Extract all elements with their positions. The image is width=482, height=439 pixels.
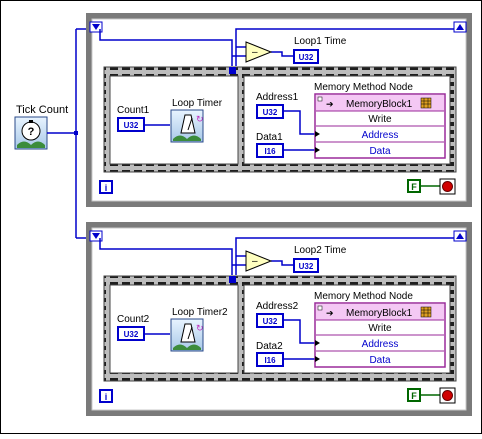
minus-icon: – (252, 256, 258, 267)
loop-timer-grass (173, 344, 201, 350)
arrow-right-icon: ➔ (326, 308, 334, 318)
wire-junction (74, 131, 78, 135)
wire-to-subtract-a (231, 55, 246, 66)
method-node-title: Memory Method Node (314, 82, 413, 93)
minus-icon: – (252, 47, 258, 58)
address-label: Address2 (256, 301, 299, 312)
iteration-label: i (105, 392, 108, 402)
metronome-arm (187, 117, 193, 131)
method-term-address[interactable]: Address (362, 339, 399, 350)
count-label: Count1 (117, 105, 150, 116)
method-term-data[interactable]: Data (369, 146, 391, 157)
method-name: Write (368, 114, 392, 125)
wire-address (283, 319, 318, 344)
memory-block-name: MemoryBlock1 (346, 308, 413, 319)
loop-time-label: Loop2 Time (294, 245, 347, 256)
arrow-right-icon: ➔ (326, 99, 334, 109)
shift-up-icon (456, 24, 464, 30)
sequence-tunnel (229, 276, 236, 283)
memory-grid-lines (421, 98, 431, 108)
data-term-arrow (315, 356, 320, 362)
loop-time-label: Loop1 Time (294, 36, 347, 47)
memory-grid-lines (421, 307, 431, 317)
wire-to-loop-time (271, 260, 294, 266)
data-type: I16 (264, 356, 276, 365)
loop-time-type-frame[interactable] (293, 258, 319, 273)
sequence-tunnel (229, 67, 236, 74)
wire-shift-out (235, 237, 454, 275)
loop-timer-icon[interactable]: ↻ (170, 109, 204, 143)
subtract-node[interactable] (245, 250, 273, 272)
shift-down-icon (92, 233, 100, 239)
loop-time-type: U32 (299, 262, 314, 271)
memory-grid-icon (420, 306, 432, 318)
method-node-title: Memory Method Node (314, 291, 413, 302)
node-corner-icon (317, 305, 323, 311)
loop-timer-label: Loop Timer (172, 98, 223, 109)
iteration-terminal[interactable] (99, 180, 113, 194)
metronome-arm (187, 326, 193, 340)
data-type: I16 (264, 147, 276, 156)
reentrant-icon: ↻ (196, 114, 204, 124)
method-node-header (316, 304, 444, 320)
false-constant-label: F (411, 391, 417, 401)
wire-shift-out (235, 28, 454, 66)
address-term-arrow (315, 131, 320, 137)
loop-timer-grass (173, 135, 201, 141)
loop-time-type: U32 (299, 53, 314, 62)
shift-down-icon (92, 24, 100, 30)
count-type: U32 (124, 121, 139, 130)
subtract-node[interactable] (245, 41, 273, 63)
loop-frame (86, 13, 472, 207)
address-term-arrow (315, 340, 320, 346)
loop-inner-frame (91, 18, 467, 202)
data-label: Data1 (256, 132, 283, 143)
tick-count-label: Tick Count (16, 104, 68, 116)
svg-text:?: ? (28, 126, 35, 138)
reentrant-icon: ↻ (196, 323, 204, 333)
wire-to-loop-time (271, 51, 294, 57)
count-type: U32 (124, 330, 139, 339)
count-label: Count2 (117, 314, 150, 325)
loop-timer-icon[interactable]: ↻ (170, 318, 204, 352)
address-type: U32 (263, 108, 278, 117)
memory-grid-icon (420, 97, 432, 109)
address-type: U32 (263, 317, 278, 326)
shift-up-icon (456, 233, 464, 239)
data-label: Data2 (256, 341, 283, 352)
method-name: Write (368, 323, 392, 334)
method-term-address[interactable]: Address (362, 130, 399, 141)
loop-timer-label: Loop Timer2 (172, 307, 228, 318)
loop-time-type-frame[interactable] (293, 49, 319, 64)
loop-frame (86, 222, 472, 416)
wire-shift-in (99, 238, 233, 265)
method-node-header (316, 95, 444, 111)
wire-shift-in (99, 29, 233, 56)
address-label: Address1 (256, 92, 299, 103)
stop-icon (442, 181, 453, 192)
wire-address (283, 110, 318, 135)
method-term-data[interactable]: Data (369, 355, 391, 366)
node-corner-icon (317, 96, 323, 102)
iteration-terminal[interactable] (99, 389, 113, 403)
iteration-label: i (105, 183, 108, 193)
tick-count-icon[interactable]: ? (14, 116, 48, 150)
wire-to-subtract-a (231, 264, 246, 275)
loop-inner-frame (91, 227, 467, 411)
memory-block-name: MemoryBlock1 (346, 99, 413, 110)
data-term-arrow (315, 147, 320, 153)
stop-icon (442, 390, 453, 401)
false-constant-label: F (411, 182, 417, 192)
